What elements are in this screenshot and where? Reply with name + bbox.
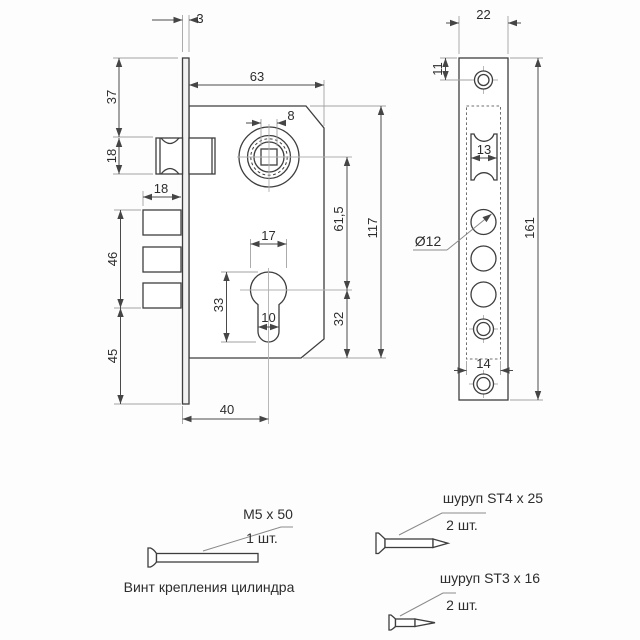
dim-label-63: 63 xyxy=(250,69,264,84)
dim-bolt-depth: 18 xyxy=(142,181,181,206)
bolt-hole-3 xyxy=(470,281,497,308)
dim-bolts-span: 46 xyxy=(105,209,141,309)
dim-label-14: 14 xyxy=(476,356,490,371)
m5-screw-shaft xyxy=(155,552,259,563)
dim-label-22: 22 xyxy=(476,7,490,22)
st3-leader xyxy=(399,592,456,617)
bolt-hole-1 xyxy=(470,208,497,236)
st4-qty-label: 2 шт. xyxy=(446,517,478,533)
dim-label-37: 37 xyxy=(104,90,119,104)
dim-plate-thickness: 3 xyxy=(152,11,204,52)
latch-inner xyxy=(188,137,216,175)
st3-head xyxy=(388,614,397,631)
dim-label-46: 46 xyxy=(105,252,120,266)
dim-label-18-bolt: 18 xyxy=(154,181,168,196)
latch-cutout xyxy=(470,133,498,181)
screw-hole-bottom xyxy=(469,370,498,398)
screw-st3: шуруп ST3 x 16 2 шт. xyxy=(388,570,540,631)
dim-cutout-width: 14 xyxy=(454,356,513,375)
bolt-hole-2 xyxy=(470,245,497,272)
dim-follower-to-cylinder: 61,5 xyxy=(331,157,351,290)
m5-caption: Винт крепления цилиндра xyxy=(124,579,295,595)
st3-shaft xyxy=(394,618,416,628)
dim-top-to-latch: 37 xyxy=(104,57,178,138)
dim-label-32: 32 xyxy=(331,312,346,326)
deadbolt-2 xyxy=(142,246,182,273)
dim-cylinder-to-bottom: 32 xyxy=(303,290,386,359)
dim-spindle-square: 8 xyxy=(246,108,295,146)
leader-bolt-hole-dia: Ø12 xyxy=(413,213,492,251)
m5-screw-head xyxy=(147,547,158,568)
dim-label-33: 33 xyxy=(211,298,226,312)
dim-label-3: 3 xyxy=(196,11,203,26)
dim-keyway-width: 10 xyxy=(258,310,279,331)
st4-spec-label: шуруп ST4 x 25 xyxy=(443,490,543,506)
dim-cylinder-dia: 17 xyxy=(250,228,287,268)
dim-body-width: 63 xyxy=(189,69,325,126)
st3-point xyxy=(414,618,436,628)
dim-label-8: 8 xyxy=(287,108,294,123)
front-view: 22 11 13 Ø12 14 xyxy=(413,7,543,401)
latch-head-arc-top xyxy=(160,137,180,145)
dim-plate-height: 161 xyxy=(510,57,543,401)
m5-leader xyxy=(202,526,293,552)
dim-label-10: 10 xyxy=(261,310,275,325)
st4-point xyxy=(432,538,451,549)
deadbolt-1 xyxy=(142,209,182,236)
dim-latch-height: 18 xyxy=(104,138,153,175)
st3-qty-label: 2 шт. xyxy=(446,597,478,613)
dim-bolts-to-bottom: 45 xyxy=(105,308,181,405)
st4-head xyxy=(375,532,386,555)
deadbolt-3 xyxy=(142,282,182,309)
dim-label-161: 161 xyxy=(522,217,537,239)
faceplate-side xyxy=(181,57,190,405)
dim-plate-width: 22 xyxy=(446,7,521,54)
m5-qty-label: 1 шт. xyxy=(246,530,278,546)
dim-label-o12: Ø12 xyxy=(415,233,442,249)
st4-shaft xyxy=(384,538,434,549)
dim-latch-width: 13 xyxy=(471,142,497,162)
m5-spec-label: M5 x 50 xyxy=(243,506,293,522)
dim-label-117: 117 xyxy=(365,218,380,239)
screw-hole-middle xyxy=(469,315,498,343)
dim-label-17: 17 xyxy=(261,228,275,243)
dim-label-45: 45 xyxy=(105,349,120,363)
screw-hole-top xyxy=(469,66,498,94)
cutout-dashed-outline xyxy=(466,105,501,360)
side-view: 3 37 18 18 46 xyxy=(104,11,386,424)
dim-label-13: 13 xyxy=(477,142,491,157)
dim-label-11: 11 xyxy=(430,62,445,76)
hardware-legend: M5 x 50 1 шт. Винт крепления цилиндра шу… xyxy=(124,490,543,631)
latch-head-arc-bottom xyxy=(160,167,180,175)
dim-top-hole-offset: 11 xyxy=(430,57,472,81)
dim-label-40: 40 xyxy=(220,402,234,417)
dim-label-18-latch: 18 xyxy=(104,149,119,163)
cylinder-screw: M5 x 50 1 шт. Винт крепления цилиндра xyxy=(124,506,295,595)
st3-spec-label: шуруп ST3 x 16 xyxy=(440,570,540,586)
dim-label-61-5: 61,5 xyxy=(331,206,346,231)
dim-backset: 40 xyxy=(182,402,269,424)
dim-cylinder-total: 33 xyxy=(211,271,258,343)
screw-st4: шуруп ST4 x 25 2 шт. xyxy=(375,490,543,555)
dim-body-height: 117 xyxy=(310,105,386,358)
st4-leader xyxy=(398,512,486,536)
